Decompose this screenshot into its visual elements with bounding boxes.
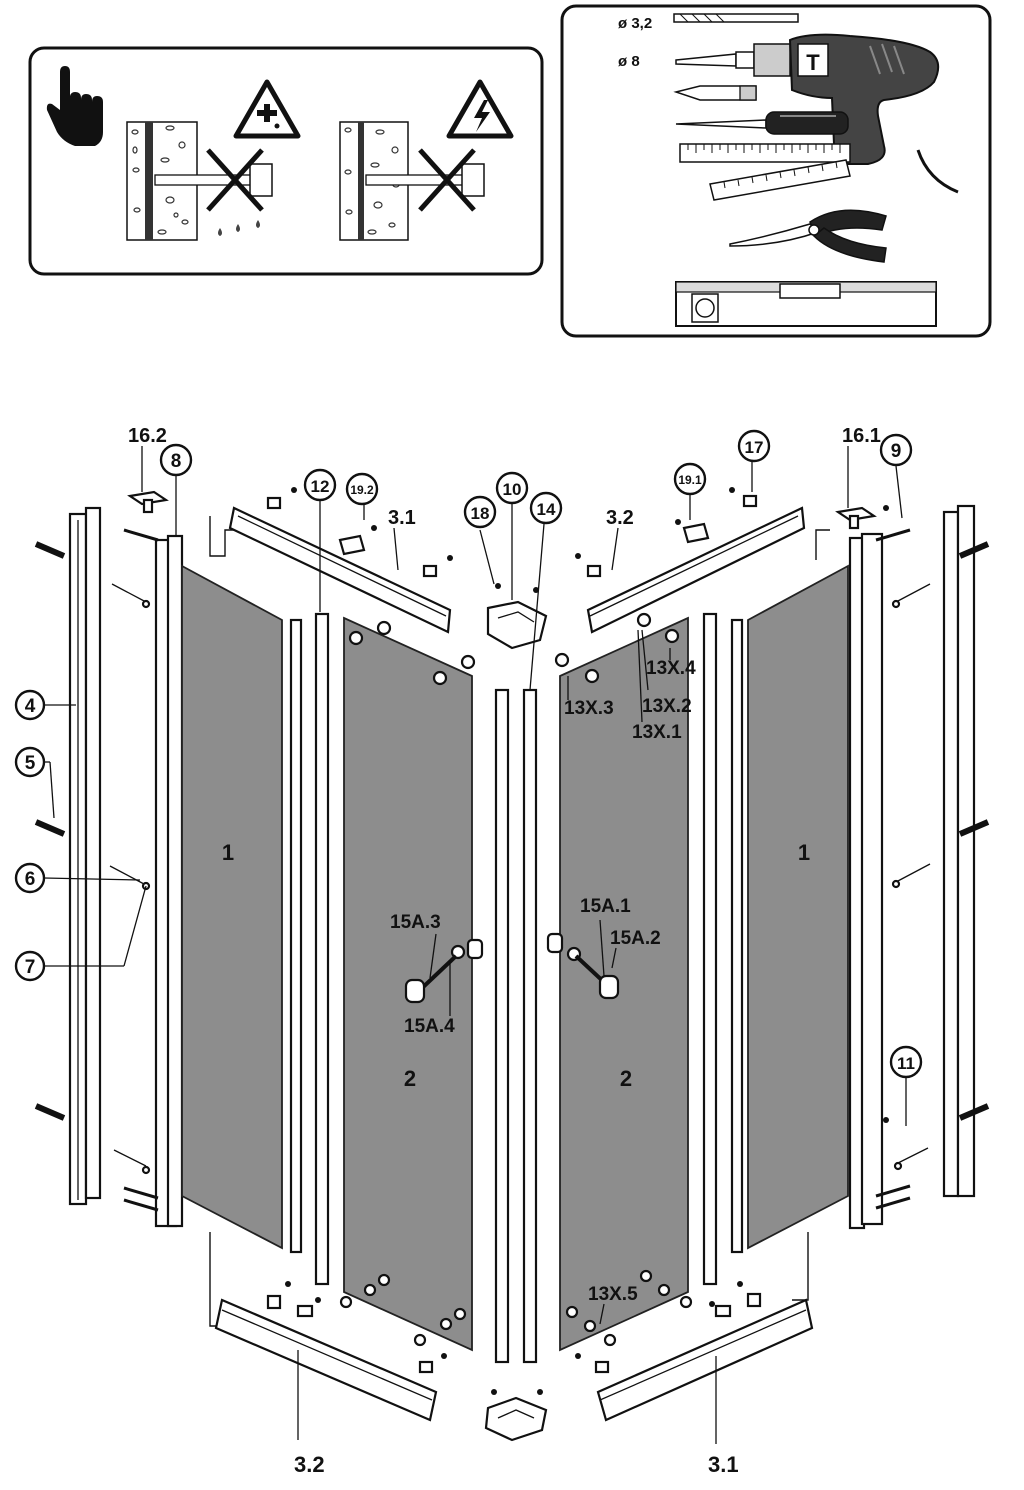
spirit-level-icon xyxy=(675,281,937,327)
corner-piece-bottom xyxy=(484,1396,548,1442)
callout-5: 5 xyxy=(14,746,46,778)
label-14: 14 xyxy=(537,500,556,519)
drill-icon: T xyxy=(675,33,959,194)
bottom-rail-left xyxy=(214,1298,438,1422)
electric-warning-icon xyxy=(446,79,514,139)
label-6: 6 xyxy=(25,869,36,890)
knob-right xyxy=(546,932,620,1000)
label-15a2: 15A.2 xyxy=(610,928,661,949)
label-13x5: 13X.5 xyxy=(588,1284,638,1305)
callout-19-2: 19.2 xyxy=(345,472,379,506)
drill-bit-large-label: ø 8 xyxy=(618,53,640,70)
part-labels: 4 5 6 7 8 12 19.2 18 10 14 19.1 17 9 11 … xyxy=(14,425,923,1477)
label-panel-1-right: 1 xyxy=(798,840,810,865)
top-rollers xyxy=(348,612,680,686)
callout-18: 18 xyxy=(463,495,497,529)
label-17: 17 xyxy=(745,438,764,457)
label-11: 11 xyxy=(897,1054,915,1073)
bottom-fittings xyxy=(266,1281,762,1395)
wall-section-electric xyxy=(339,121,485,241)
top-fittings xyxy=(266,487,758,593)
side-profile-left xyxy=(154,534,184,1228)
drill-bit-small-icon xyxy=(673,13,799,23)
top-rail-left xyxy=(228,506,452,634)
label-16-1: 16.1 xyxy=(842,425,881,447)
label-panel-2-left: 2 xyxy=(404,1066,416,1091)
label-13x1: 13X.1 xyxy=(632,722,682,743)
drill-logo-letter: T xyxy=(806,50,820,75)
label-13x3: 13X.3 xyxy=(564,698,614,719)
bottom-rollers xyxy=(339,1269,693,1347)
callout-17: 17 xyxy=(737,429,771,463)
chisel-icon xyxy=(673,85,757,101)
callout-8: 8 xyxy=(159,443,193,477)
label-13x2: 13X.2 xyxy=(642,696,692,717)
callout-12: 12 xyxy=(303,468,337,502)
fixed-glass-right xyxy=(747,564,849,1250)
callout-4: 4 xyxy=(14,689,46,721)
knob-left xyxy=(404,938,484,1004)
label-panel-2-right: 2 xyxy=(620,1066,632,1091)
wall-profile-left xyxy=(68,506,102,1206)
pliers-icon xyxy=(729,209,887,263)
wall-plugs-left xyxy=(34,528,159,1212)
callout-19-1: 19.1 xyxy=(673,462,707,496)
bracket-16-2 xyxy=(127,490,169,514)
callout-7: 7 xyxy=(14,950,46,982)
warning-panel xyxy=(28,46,544,276)
label-19-1: 19.1 xyxy=(678,473,702,487)
callout-6: 6 xyxy=(14,862,46,894)
drill-bit-small-label: ø 3,2 xyxy=(618,15,652,32)
callout-9: 9 xyxy=(879,433,913,467)
shower-assembly: 4 5 6 7 8 12 19.2 18 10 14 19.1 17 9 11 … xyxy=(14,425,990,1477)
door-glass-right xyxy=(559,616,689,1352)
screwdriver-icon xyxy=(675,111,849,135)
wall-section-water xyxy=(126,121,273,241)
label-3-2-bottom: 3.2 xyxy=(294,1452,325,1477)
label-8: 8 xyxy=(171,451,182,472)
label-15a4: 15A.4 xyxy=(404,1016,455,1037)
label-3-1-bottom: 3.1 xyxy=(708,1452,739,1477)
label-15a1: 15A.1 xyxy=(580,896,631,917)
seal-12-profiles xyxy=(289,612,744,1286)
label-10: 10 xyxy=(503,480,522,499)
wall-plugs-right xyxy=(875,505,990,1210)
label-15a3: 15A.3 xyxy=(390,912,441,933)
label-18: 18 xyxy=(471,504,490,523)
center-seal-14 xyxy=(494,688,538,1364)
folding-ruler-icon xyxy=(679,143,851,201)
fixed-glass-left xyxy=(181,564,283,1250)
corner-piece-top xyxy=(486,600,548,650)
callout-11: 11 xyxy=(889,1045,923,1079)
label-4: 4 xyxy=(25,696,36,717)
side-profile-right xyxy=(848,532,884,1230)
callout-10: 10 xyxy=(495,471,529,505)
label-panel-1-left: 1 xyxy=(222,840,234,865)
label-7: 7 xyxy=(25,957,36,978)
label-19-2: 19.2 xyxy=(350,483,374,497)
water-pipe-warning-icon xyxy=(233,79,301,139)
label-13x4: 13X.4 xyxy=(646,658,696,679)
hand-warning-icon xyxy=(46,66,103,146)
leader-lines xyxy=(40,446,907,1444)
label-12: 12 xyxy=(311,477,330,496)
label-5: 5 xyxy=(25,753,36,774)
bracket-16-1 xyxy=(835,506,877,530)
tools-panel: ø 3,2 ø 8 T xyxy=(560,4,992,338)
bottom-rail-right xyxy=(596,1298,814,1422)
wall-profile-right xyxy=(942,504,976,1198)
label-16-2: 16.2 xyxy=(128,425,167,447)
label-3-1-top: 3.1 xyxy=(388,507,416,529)
label-9: 9 xyxy=(891,441,902,462)
top-rail-right xyxy=(586,506,806,634)
label-3-2-top: 3.2 xyxy=(606,507,634,529)
callout-14: 14 xyxy=(529,491,563,525)
